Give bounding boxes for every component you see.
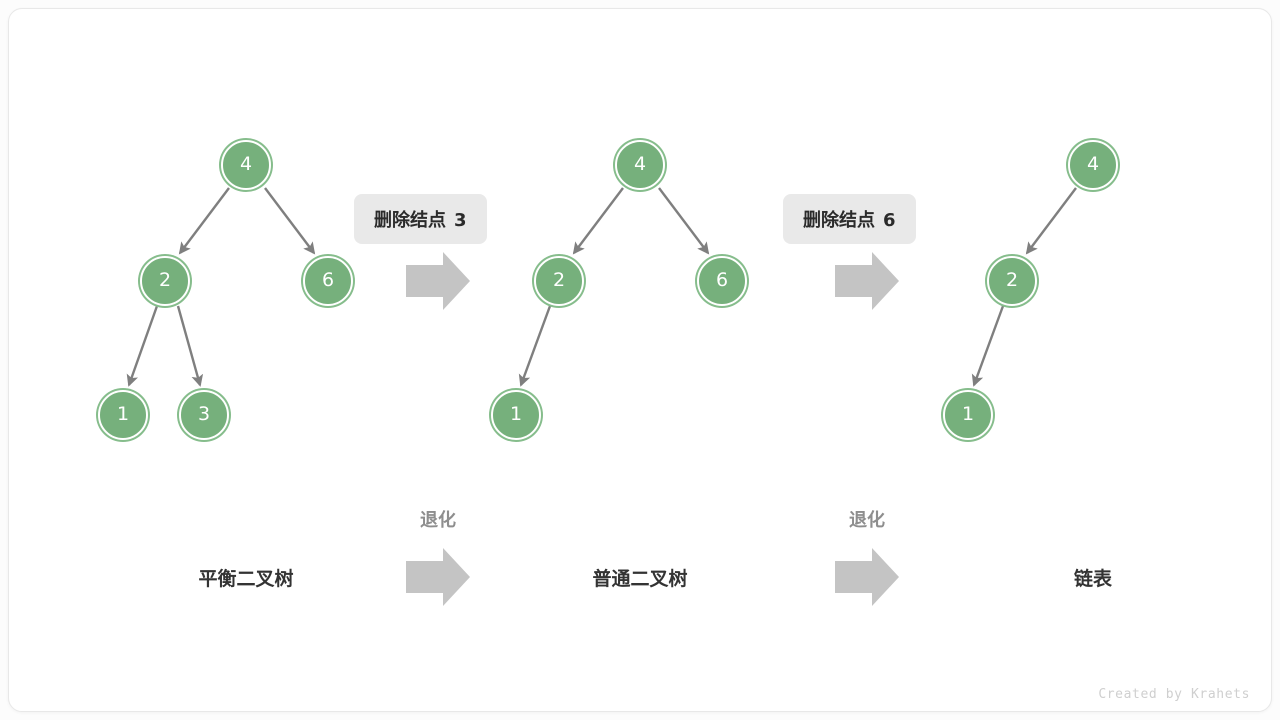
edge-4-to-2 xyxy=(572,187,624,255)
edge-2-to-1 xyxy=(126,305,159,387)
stage-caption-balanced-tree: 平衡二叉树 xyxy=(198,568,294,590)
badge-value: 3 xyxy=(454,210,467,231)
edges-balanced-tree xyxy=(126,187,316,387)
tree-node[interactable]: 4 xyxy=(221,140,271,190)
edges-ordinary-tree xyxy=(518,187,710,387)
tree-node[interactable]: 4 xyxy=(1068,140,1118,190)
badge-label: 删除结点 xyxy=(374,210,446,231)
block-arrow-degenerate-2 xyxy=(835,548,899,606)
block-arrow-delete-3 xyxy=(406,252,470,310)
edge-4-to-2 xyxy=(1025,187,1077,255)
transition-badge-delete-3: 删除结点 3 xyxy=(354,194,487,244)
tree-node[interactable]: 4 xyxy=(615,140,665,190)
degenerate-label-2: 退化 xyxy=(849,510,885,531)
edge-2-to-1 xyxy=(518,305,552,387)
stage-caption-ordinary-tree: 普通二叉树 xyxy=(592,568,688,590)
edge-4-to-2 xyxy=(178,187,230,255)
degenerate-label-1: 退化 xyxy=(420,510,456,531)
block-arrow-degenerate-1 xyxy=(406,548,470,606)
block-arrow-delete-6 xyxy=(835,252,899,310)
edge-4-to-6 xyxy=(264,187,316,255)
edge-2-to-1 xyxy=(971,305,1005,387)
tree-node[interactable]: 1 xyxy=(943,390,993,440)
tree-node[interactable]: 1 xyxy=(491,390,541,440)
stage-caption-linked-list: 链表 xyxy=(1073,568,1112,590)
transition-badge-delete-6: 删除结点 6 xyxy=(783,194,916,244)
credit-watermark: Created by Krahets xyxy=(1098,687,1250,702)
badge-label: 删除结点 xyxy=(803,210,875,231)
edge-4-to-6 xyxy=(658,187,710,255)
tree-node[interactable]: 3 xyxy=(179,390,229,440)
tree-node[interactable]: 2 xyxy=(140,256,190,306)
tree-node[interactable]: 2 xyxy=(534,256,584,306)
badge-value: 6 xyxy=(883,210,896,231)
edge-2-to-3 xyxy=(176,305,204,387)
diagram-card xyxy=(8,8,1272,712)
tree-node[interactable]: 6 xyxy=(697,256,747,306)
tree-node[interactable]: 6 xyxy=(303,256,353,306)
tree-node[interactable]: 2 xyxy=(987,256,1037,306)
tree-node[interactable]: 1 xyxy=(98,390,148,440)
edges-linked-list xyxy=(971,187,1077,387)
